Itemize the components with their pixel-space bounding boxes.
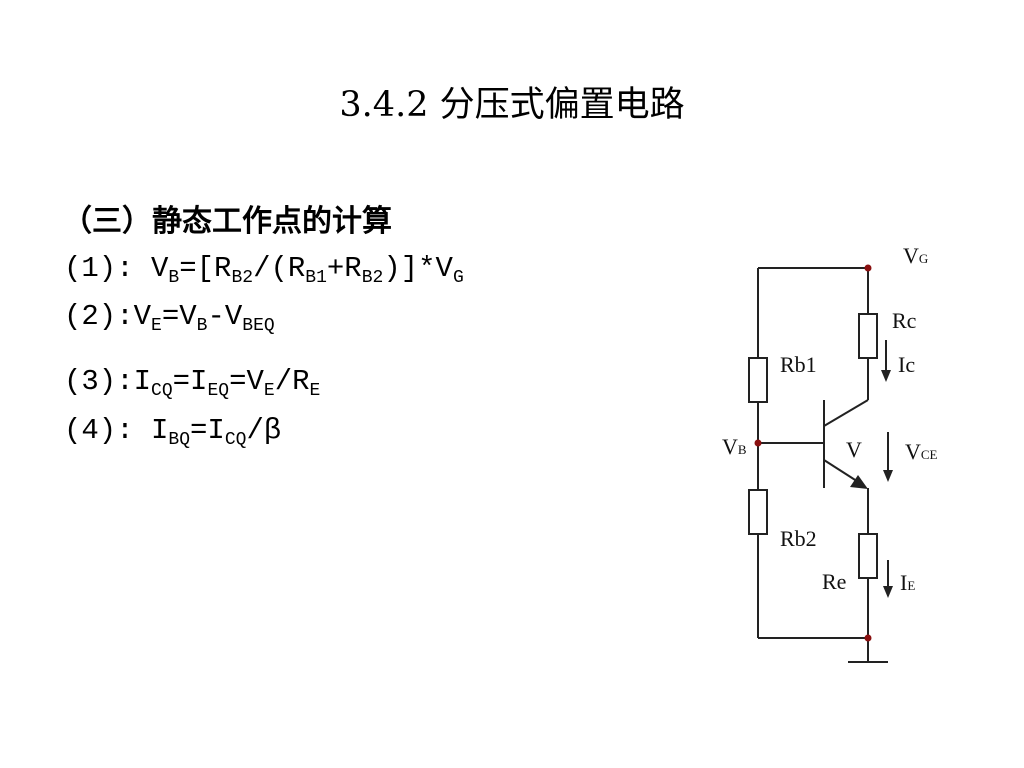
formula-subscript: EQ: [207, 381, 230, 401]
formula-number: (1):: [64, 252, 152, 285]
vce-arrow-icon: [883, 432, 893, 482]
formula-number: (4):: [64, 414, 152, 447]
formula-subscript: G: [452, 268, 464, 288]
label-re: Re: [822, 569, 846, 594]
formula-subscript: E: [309, 381, 321, 401]
formula-part: =[R: [179, 252, 232, 285]
label-rb2: Rb2: [780, 526, 817, 551]
formula-part: =V: [161, 300, 197, 333]
formula-subscript: B2: [231, 268, 254, 288]
formula-part: V: [151, 252, 169, 285]
label-rc: Rc: [892, 308, 917, 333]
label-ic: Ic: [898, 352, 915, 377]
label-vb: VB: [722, 434, 747, 459]
formula-subscript: BQ: [168, 430, 191, 450]
formula-part: I: [151, 414, 169, 447]
ie-arrow-icon: [883, 560, 893, 598]
formula-part: =I: [190, 414, 225, 447]
resistor-rb1: [748, 357, 768, 403]
formula-number: (3):: [64, 365, 134, 398]
resistor-rc: [858, 313, 878, 359]
label-vg: VG: [903, 243, 928, 268]
formula-vb: (1): VB=[RB2/(RB1+RB2)]*VG: [64, 252, 464, 288]
resistor-re: [858, 533, 878, 579]
circuit-diagram: VG Rc Ic Rb1 VB V VCE Rb2 Re IE: [722, 243, 938, 663]
formula-subscript: B2: [361, 268, 384, 288]
formula-subscript: B: [196, 316, 208, 336]
formula-subscript: BEQ: [242, 316, 275, 336]
label-ie: IE: [900, 570, 915, 595]
formula-part: /(R: [253, 252, 306, 285]
formula-subscript: CQ: [224, 430, 247, 450]
formula-part: )]*V: [383, 252, 453, 285]
label-rb1: Rb1: [780, 352, 817, 377]
resistor-rb2: [748, 489, 768, 535]
formula-part: =I: [172, 365, 208, 398]
formula-subscript: E: [263, 381, 275, 401]
formula-part: -V: [207, 300, 243, 333]
node-vg: [864, 264, 872, 272]
formula-subscript: E: [151, 316, 162, 336]
formula-part: V: [133, 300, 152, 333]
node-ground: [864, 634, 872, 642]
formula-part: I: [133, 365, 152, 398]
label-vce: VCE: [905, 439, 938, 464]
formula-ve: (2):VE=VB-VBEQ: [64, 300, 275, 336]
formula-icq: (3):ICQ=IEQ=VE/RE: [64, 365, 321, 401]
formula-part: +R: [326, 252, 362, 285]
formula-part: /R: [274, 365, 310, 398]
formula-part: =V: [229, 365, 264, 398]
transistor-symbol: [823, 399, 869, 489]
transistor-collector-leg: [823, 399, 869, 427]
formula-ibq: (4): IBQ=ICQ/β: [64, 414, 282, 450]
label-transistor: V: [846, 437, 862, 462]
formula-subscript: B: [168, 268, 180, 288]
section-heading: （三）静态工作点的计算: [62, 204, 392, 239]
ic-arrow-icon: [881, 340, 891, 382]
formula-part: /β: [246, 414, 282, 447]
formula-subscript: CQ: [151, 381, 173, 401]
emitter-arrow-icon: [850, 475, 868, 489]
formula-subscript: B1: [305, 268, 327, 288]
slide-title: 3.4.2 分压式偏置电路: [339, 85, 685, 125]
formula-number: (2):: [64, 300, 134, 333]
node-vb: [754, 439, 762, 447]
